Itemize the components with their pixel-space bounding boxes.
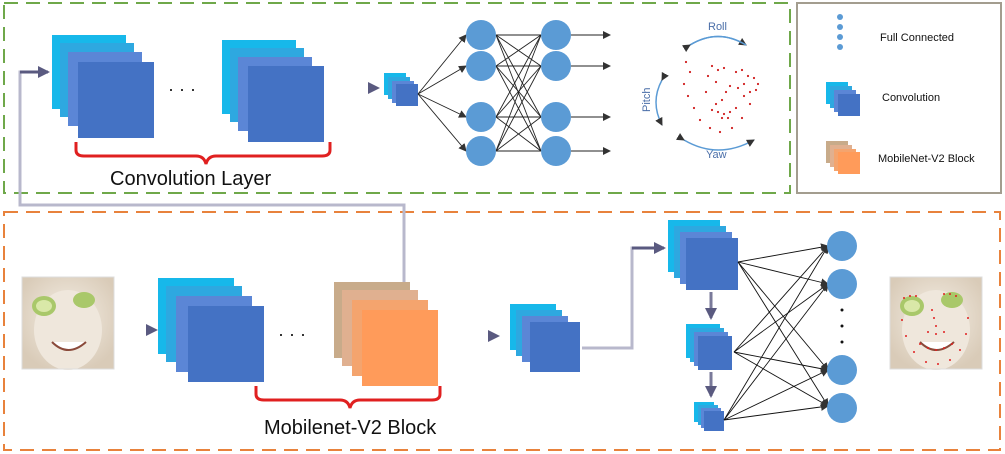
multiscale-conv-small: [694, 402, 724, 431]
legend-mobilenet-label: MobileNet-V2 Block: [878, 153, 975, 165]
legend-fc-icon: [837, 14, 843, 50]
output-face-image: [889, 276, 983, 370]
mobilenet-block-brace: [254, 386, 442, 409]
pitch-label: Pitch: [641, 88, 653, 112]
multiscale-conv-medium: [686, 324, 732, 370]
input-face-image: [21, 276, 115, 370]
output-landmarks: [901, 293, 969, 365]
bottom-fc-ellipsis: [840, 308, 844, 344]
top-fc-nodes: [466, 20, 571, 166]
convolution-layer-box: [3, 2, 791, 194]
top-conv-stack-2: [222, 40, 324, 142]
bottom-fc-connections: [723, 243, 829, 421]
yaw-label: Yaw: [706, 149, 727, 161]
top-ellipsis: · · ·: [168, 79, 196, 99]
convolution-layer-brace: [74, 142, 332, 165]
mobilenet-v2-stack: [334, 282, 438, 386]
bottom-fc-nodes: [827, 231, 857, 423]
connection-to-multiscale: [582, 246, 662, 350]
legend-full-connected-label: Full Connected: [880, 32, 954, 44]
roll-label: Roll: [708, 21, 727, 33]
top-small-conv: [384, 73, 418, 106]
mobilenet-block-label: Mobilenet-V2 Block: [264, 417, 437, 439]
legend-mobilenet-icon: [826, 141, 860, 174]
legend-convolution-label: Convolution: [882, 92, 940, 104]
bottom-ellipsis: · · ·: [278, 324, 306, 344]
top-conv-stack-1: [52, 35, 154, 138]
legend-box: [796, 2, 1002, 194]
facial-landmarks-3d: [682, 60, 760, 134]
mobilenet-box: [3, 211, 1001, 451]
multiscale-conv-large: [668, 220, 738, 290]
top-fc-network: [417, 31, 611, 155]
bottom-conv-stack: [158, 278, 264, 382]
convolution-layer-label: Convolution Layer: [110, 168, 272, 190]
legend-convolution-icon: [826, 82, 860, 116]
bottom-medium-conv: [510, 304, 580, 372]
head-pose-illustration: Roll Pitch Yaw: [641, 21, 760, 161]
